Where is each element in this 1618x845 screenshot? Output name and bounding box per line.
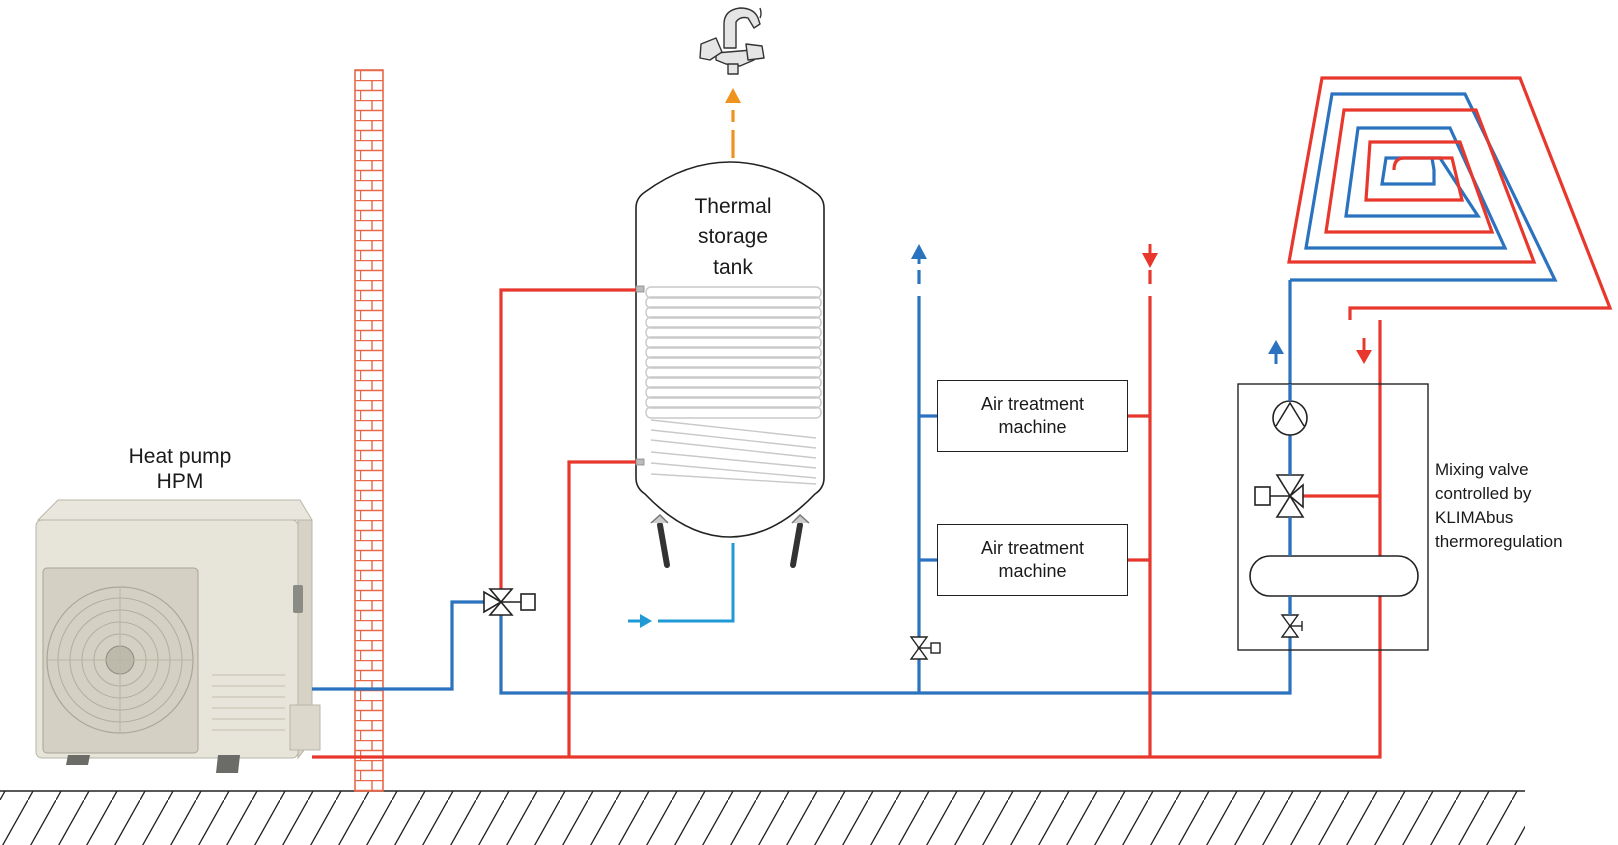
tank-label-line3: tank xyxy=(713,255,753,279)
heat-pump-label-line1: Heat pump xyxy=(128,445,232,468)
heat-exchanger-coil xyxy=(645,286,822,485)
air-treatment-2-line1: Air treatment xyxy=(980,537,1085,558)
riser-ends xyxy=(731,110,1152,284)
hydraulic-separator xyxy=(1249,555,1419,597)
storage-tank xyxy=(635,161,825,568)
heat-pump-unit xyxy=(35,499,321,773)
air-treatment-machine-2: Air treatment machine xyxy=(937,524,1128,596)
tank-label-line1: Thermal xyxy=(694,195,772,218)
ground xyxy=(0,790,1525,845)
hot-down-arrow-1 xyxy=(1142,253,1158,268)
air-treatment-2-line2: machine xyxy=(998,561,1067,581)
mixing-valve-label-line2: controlled by xyxy=(1435,484,1532,504)
diverter-valve-icon xyxy=(483,588,536,616)
brick-wall xyxy=(354,69,384,792)
heat-pump-label-line2: HPM xyxy=(156,470,204,494)
mixing-valve-label-line4: thermoregulation xyxy=(1435,532,1563,552)
mains-inlet xyxy=(628,543,735,628)
riser-valve-icon xyxy=(909,636,941,660)
mixing-module xyxy=(1237,383,1429,651)
mixing-valve-icon xyxy=(1254,474,1305,518)
mixing-valve-label-line3: KLIMAbus xyxy=(1435,508,1514,528)
hot-down-arrow-2 xyxy=(1356,350,1372,364)
cold-up-arrow-2 xyxy=(1268,340,1284,354)
air-treatment-1-line2: machine xyxy=(998,417,1067,437)
dhw-arrow xyxy=(725,88,741,103)
tank-label: Thermal storage tank xyxy=(658,192,808,283)
mixing-valve-label: Mixing valve controlled by KLIMAbus ther… xyxy=(1435,458,1615,555)
hot-piping xyxy=(312,76,1613,759)
air-treatment-machine-1: Air treatment machine xyxy=(937,380,1128,452)
heat-pump-label: Heat pump HPM xyxy=(105,444,255,494)
mixing-valve-label-line1: Mixing valve xyxy=(1435,460,1529,479)
cold-up-arrow-1 xyxy=(911,244,927,259)
air-treatment-1-line1: Air treatment xyxy=(980,393,1085,414)
flow-arrows xyxy=(725,88,1372,364)
faucet-icon xyxy=(699,7,765,75)
pump-icon xyxy=(1272,400,1308,436)
fan-grille xyxy=(42,567,199,754)
tank-label-line2: storage xyxy=(697,225,769,249)
module-valve-icon xyxy=(1280,614,1303,638)
